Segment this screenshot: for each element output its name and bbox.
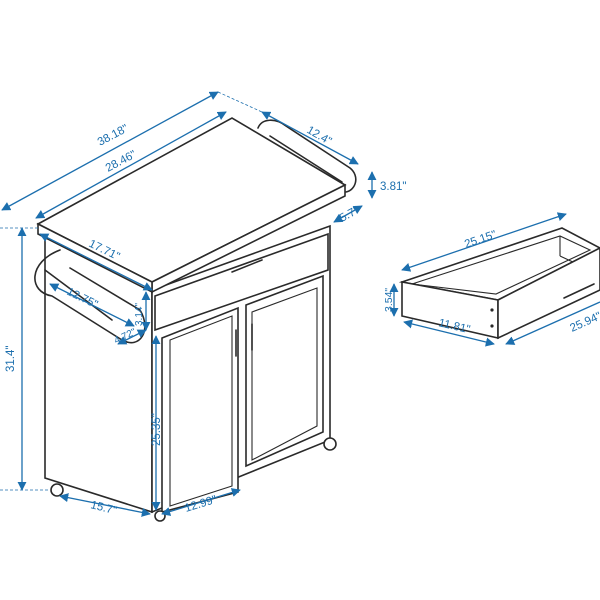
- dim-rail-gap-b-label: 3.14": [134, 303, 145, 326]
- cart-drawing: [34, 117, 357, 522]
- drawer-handle: [231, 259, 263, 273]
- drawer-drawing: [398, 227, 600, 340]
- dim-drawer-front-line: [333, 205, 363, 223]
- dim-top-depth-line: [261, 111, 359, 165]
- dim-top-thickness-label: 3.81": [380, 181, 406, 193]
- dim-drawer-depth-line: [403, 319, 495, 347]
- cart-right-door: [245, 274, 324, 468]
- dim-door-width-line: [161, 488, 241, 516]
- dim-overall-width-label: 38.18": [96, 123, 131, 149]
- drawer-screw-bottom: [490, 324, 494, 328]
- drawer-screw-top: [490, 308, 494, 312]
- wheel-front-right: [323, 437, 337, 451]
- dim-door-height-label: 25.35": [151, 413, 163, 446]
- drawer-handle: [563, 283, 595, 299]
- right-door-inset: [251, 287, 318, 461]
- cart-drawer-front: [154, 232, 329, 332]
- dim-drawer-width-line: [401, 212, 567, 272]
- dim-bottom-width-label: 15.7": [89, 499, 118, 517]
- dim-drawer-width-label: 25.15": [463, 229, 498, 251]
- dim-top-width-line: [35, 111, 227, 219]
- left-door-inset: [169, 315, 233, 507]
- dim-drawer-front-label: 5.7": [338, 205, 361, 225]
- wheel-back-left: [50, 483, 64, 497]
- dim-rail-length-line: [49, 283, 135, 327]
- dim-drawer-height-label: 3.54": [383, 288, 395, 312]
- dim-rail-gap-a-line: [117, 329, 147, 345]
- dim-rail-depth-line: [39, 233, 153, 291]
- dim-bottom-width-line: [59, 493, 151, 517]
- ext-line-top: [217, 91, 263, 113]
- dim-drawer-outer-line: [505, 301, 600, 345]
- dim-top-depth-label: 12.4": [305, 124, 334, 148]
- wheel-front-left: [154, 510, 166, 522]
- dim-height-label: 31.4": [5, 346, 17, 372]
